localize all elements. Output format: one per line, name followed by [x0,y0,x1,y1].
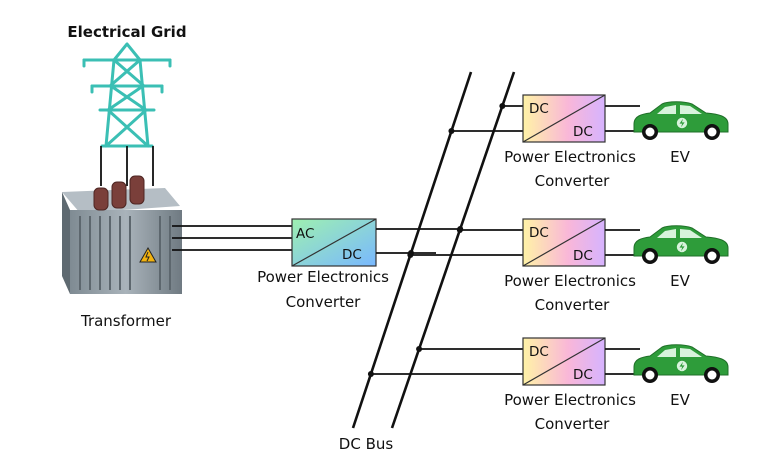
ev-car-icon [633,344,729,384]
dc-dc-converter-output: DC [573,248,593,264]
converter-divider [522,94,606,143]
ac-dc-converter-label-line1: Power Electronics [257,268,389,286]
bus-node [448,128,455,134]
bus-node [499,103,506,109]
transmission-tower-icon [82,42,172,148]
dc-dc-converter-label-line1: Power Electronics [504,272,636,290]
ac-dc-converter-label-line2: Converter [286,293,362,311]
converter-divider [522,218,606,267]
dc-dc-converter-input: DC [529,225,549,241]
charger-bus-wires [451,105,523,132]
bus-node [416,346,423,352]
ac-dc-converter: AC DC [291,218,377,267]
bus-node [367,371,374,377]
ev-label: EV [670,272,690,290]
dc-dc-converter-output: DC [573,367,593,383]
ev-car-icon [633,225,729,265]
charger-bus-wires [410,229,523,256]
grid-label: Electrical Grid [67,23,186,41]
ac-dc-converter-input: AC [296,226,314,242]
ev-label: EV [670,391,690,409]
dc-dc-converter-input: DC [529,344,549,360]
transformer-icon [62,175,182,294]
dc-dc-converter-label-line1: Power Electronics [504,148,636,166]
ev-car-icon [633,101,729,141]
converter-divider [522,337,606,386]
bus-node [456,227,463,233]
dc-dc-converter-output: DC [573,124,593,140]
dc-dc-converter-label-line2: Converter [535,415,611,433]
dc-dc-converter-input: DC [529,101,549,117]
bus-node [407,252,414,258]
dc-bus-label: DC Bus [339,435,394,453]
dc-dc-converter-label-line2: Converter [535,296,611,314]
charger-bus-wires [370,348,523,375]
dc-dc-converter-label-line2: Converter [535,172,611,190]
dc-dc-converter-label-line1: Power Electronics [504,391,636,409]
ev-label: EV [670,148,690,166]
ac-dc-converter-output: DC [342,247,362,263]
transformer-label: Transformer [80,312,172,330]
